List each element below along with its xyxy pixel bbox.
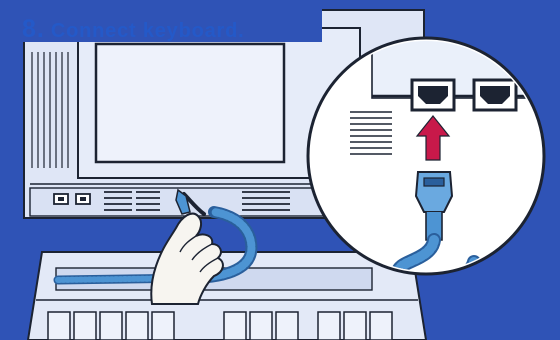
step-number: 8. bbox=[22, 15, 45, 43]
keyboard bbox=[28, 252, 426, 340]
monitor-screen bbox=[96, 44, 284, 162]
instruction-caption: 8. Connect keyboard. bbox=[22, 17, 245, 42]
step-instruction: Connect keyboard. bbox=[51, 20, 245, 42]
